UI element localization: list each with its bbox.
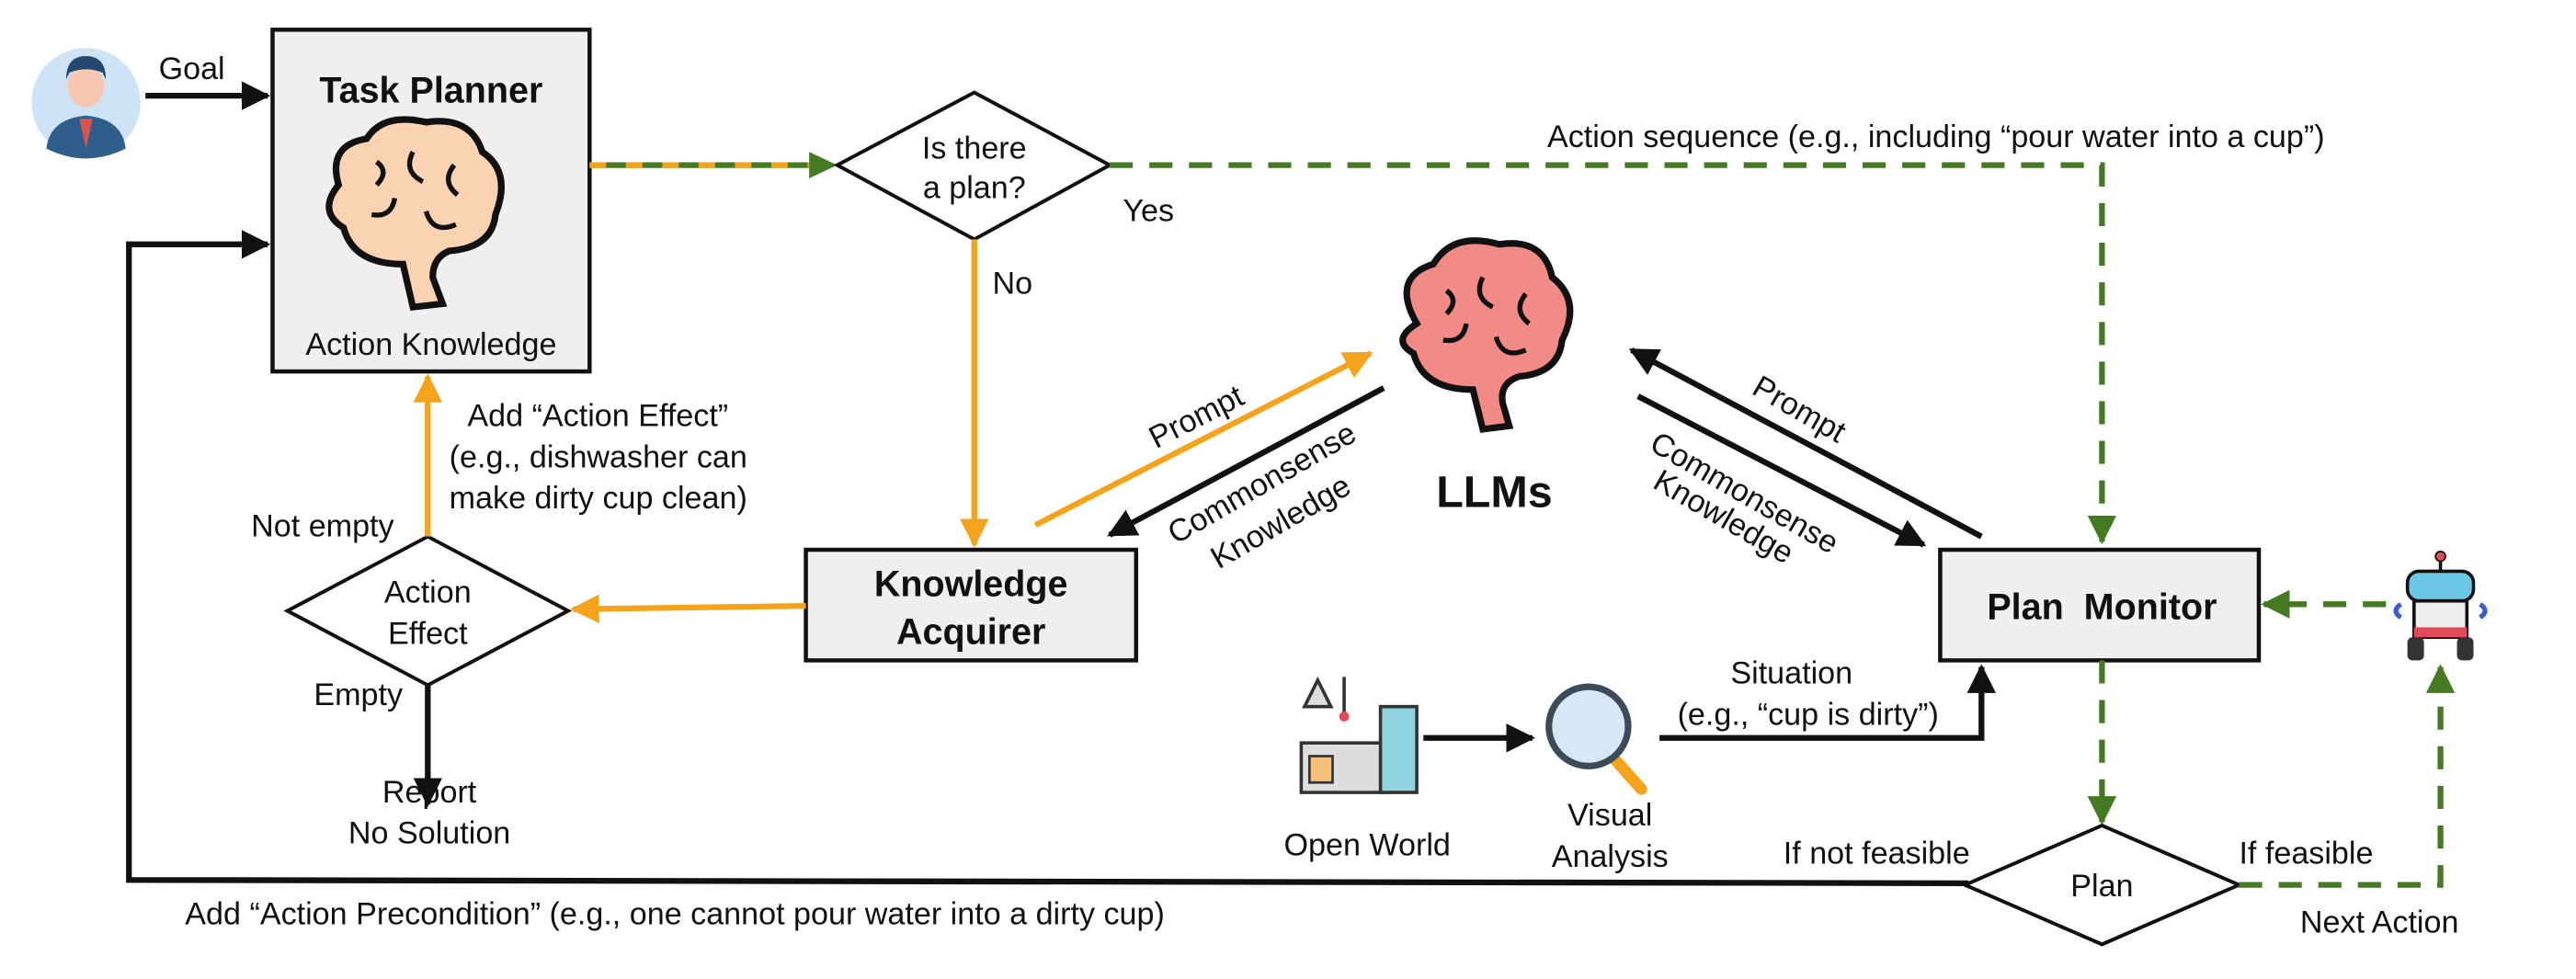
action-sequence-label: Action sequence (e.g., including “pour w…: [1547, 120, 2325, 154]
empty-label: Empty: [313, 677, 403, 712]
yes-label: Yes: [1123, 194, 1174, 229]
add-effect-label-3: make dirty cup clean): [450, 481, 747, 516]
not-empty-label: Not empty: [251, 509, 393, 544]
open-world-label: Open World: [1284, 827, 1451, 862]
commonsense-left-arrow: [1107, 385, 1385, 538]
knowledge-acquirer-box: [804, 547, 1139, 663]
if-feasible-label: If feasible: [2239, 836, 2373, 871]
action-sequence-arrow: [1110, 162, 2117, 545]
add-effect-label-1: Add “Action Effect”: [467, 398, 728, 433]
magnifier-icon: [1545, 683, 1647, 795]
no-label: No: [993, 267, 1033, 302]
report-label-1: Report: [382, 775, 477, 810]
situation-label-1: Situation: [1730, 656, 1852, 691]
plan-check-label-2: a plan?: [923, 171, 1026, 206]
precondition-feedback-arrow: [126, 230, 1968, 886]
commonsense-right-arrow: [1636, 393, 1927, 548]
action-effect-label-1: Action: [384, 575, 472, 610]
add-precondition-label: Add “Action Precondition” (e.g., one can…: [185, 897, 1165, 932]
brain-icon: [1399, 237, 1574, 433]
goal-label: Goal: [159, 51, 225, 86]
robot-icon: [2393, 550, 2488, 661]
visual-analysis-label-1: Visual: [1567, 798, 1652, 833]
situation-arrow: [1659, 664, 1997, 741]
user-avatar-icon: [31, 48, 141, 159]
kitchen-icon: [1299, 676, 1419, 794]
next-action-arrow: [2239, 664, 2456, 888]
arrowhead: [809, 152, 838, 178]
plan-check-diamond: [833, 90, 1114, 242]
next-action-label: Next Action: [2300, 905, 2459, 940]
action-effect-label-2: Effect: [388, 616, 468, 651]
report-label-2: No Solution: [348, 816, 510, 851]
task-planner-title: Task Planner: [319, 70, 542, 110]
llms-label: LLMs: [1436, 467, 1553, 517]
prompt-right-arrow: [1628, 347, 1983, 540]
knowledge-acquirer-label-2: Acquirer: [896, 611, 1045, 652]
add-effect-label-2: (e.g., dishwasher can: [450, 439, 747, 474]
acquirer-to-effect-arrow: [570, 594, 806, 624]
action-knowledge-label: Action Knowledge: [305, 327, 556, 362]
plan-decision-label: Plan: [2070, 869, 2133, 904]
prompt-left-arrow: [1033, 350, 1373, 528]
plan-monitor-label: Plan Monitor: [1987, 586, 2217, 627]
situation-label-2: (e.g., “cup is dirty”): [1678, 697, 1939, 732]
knowledge-acquirer-label-1: Knowledge: [874, 563, 1068, 604]
if-not-feasible-label: If not feasible: [1784, 836, 1970, 871]
plan-monitor-box: [1938, 547, 2262, 663]
visual-analysis-label-2: Analysis: [1552, 839, 1669, 874]
action-effect-diamond: [283, 534, 573, 688]
plan-check-label-1: Is there: [922, 131, 1027, 165]
brain-icon: [325, 116, 505, 311]
